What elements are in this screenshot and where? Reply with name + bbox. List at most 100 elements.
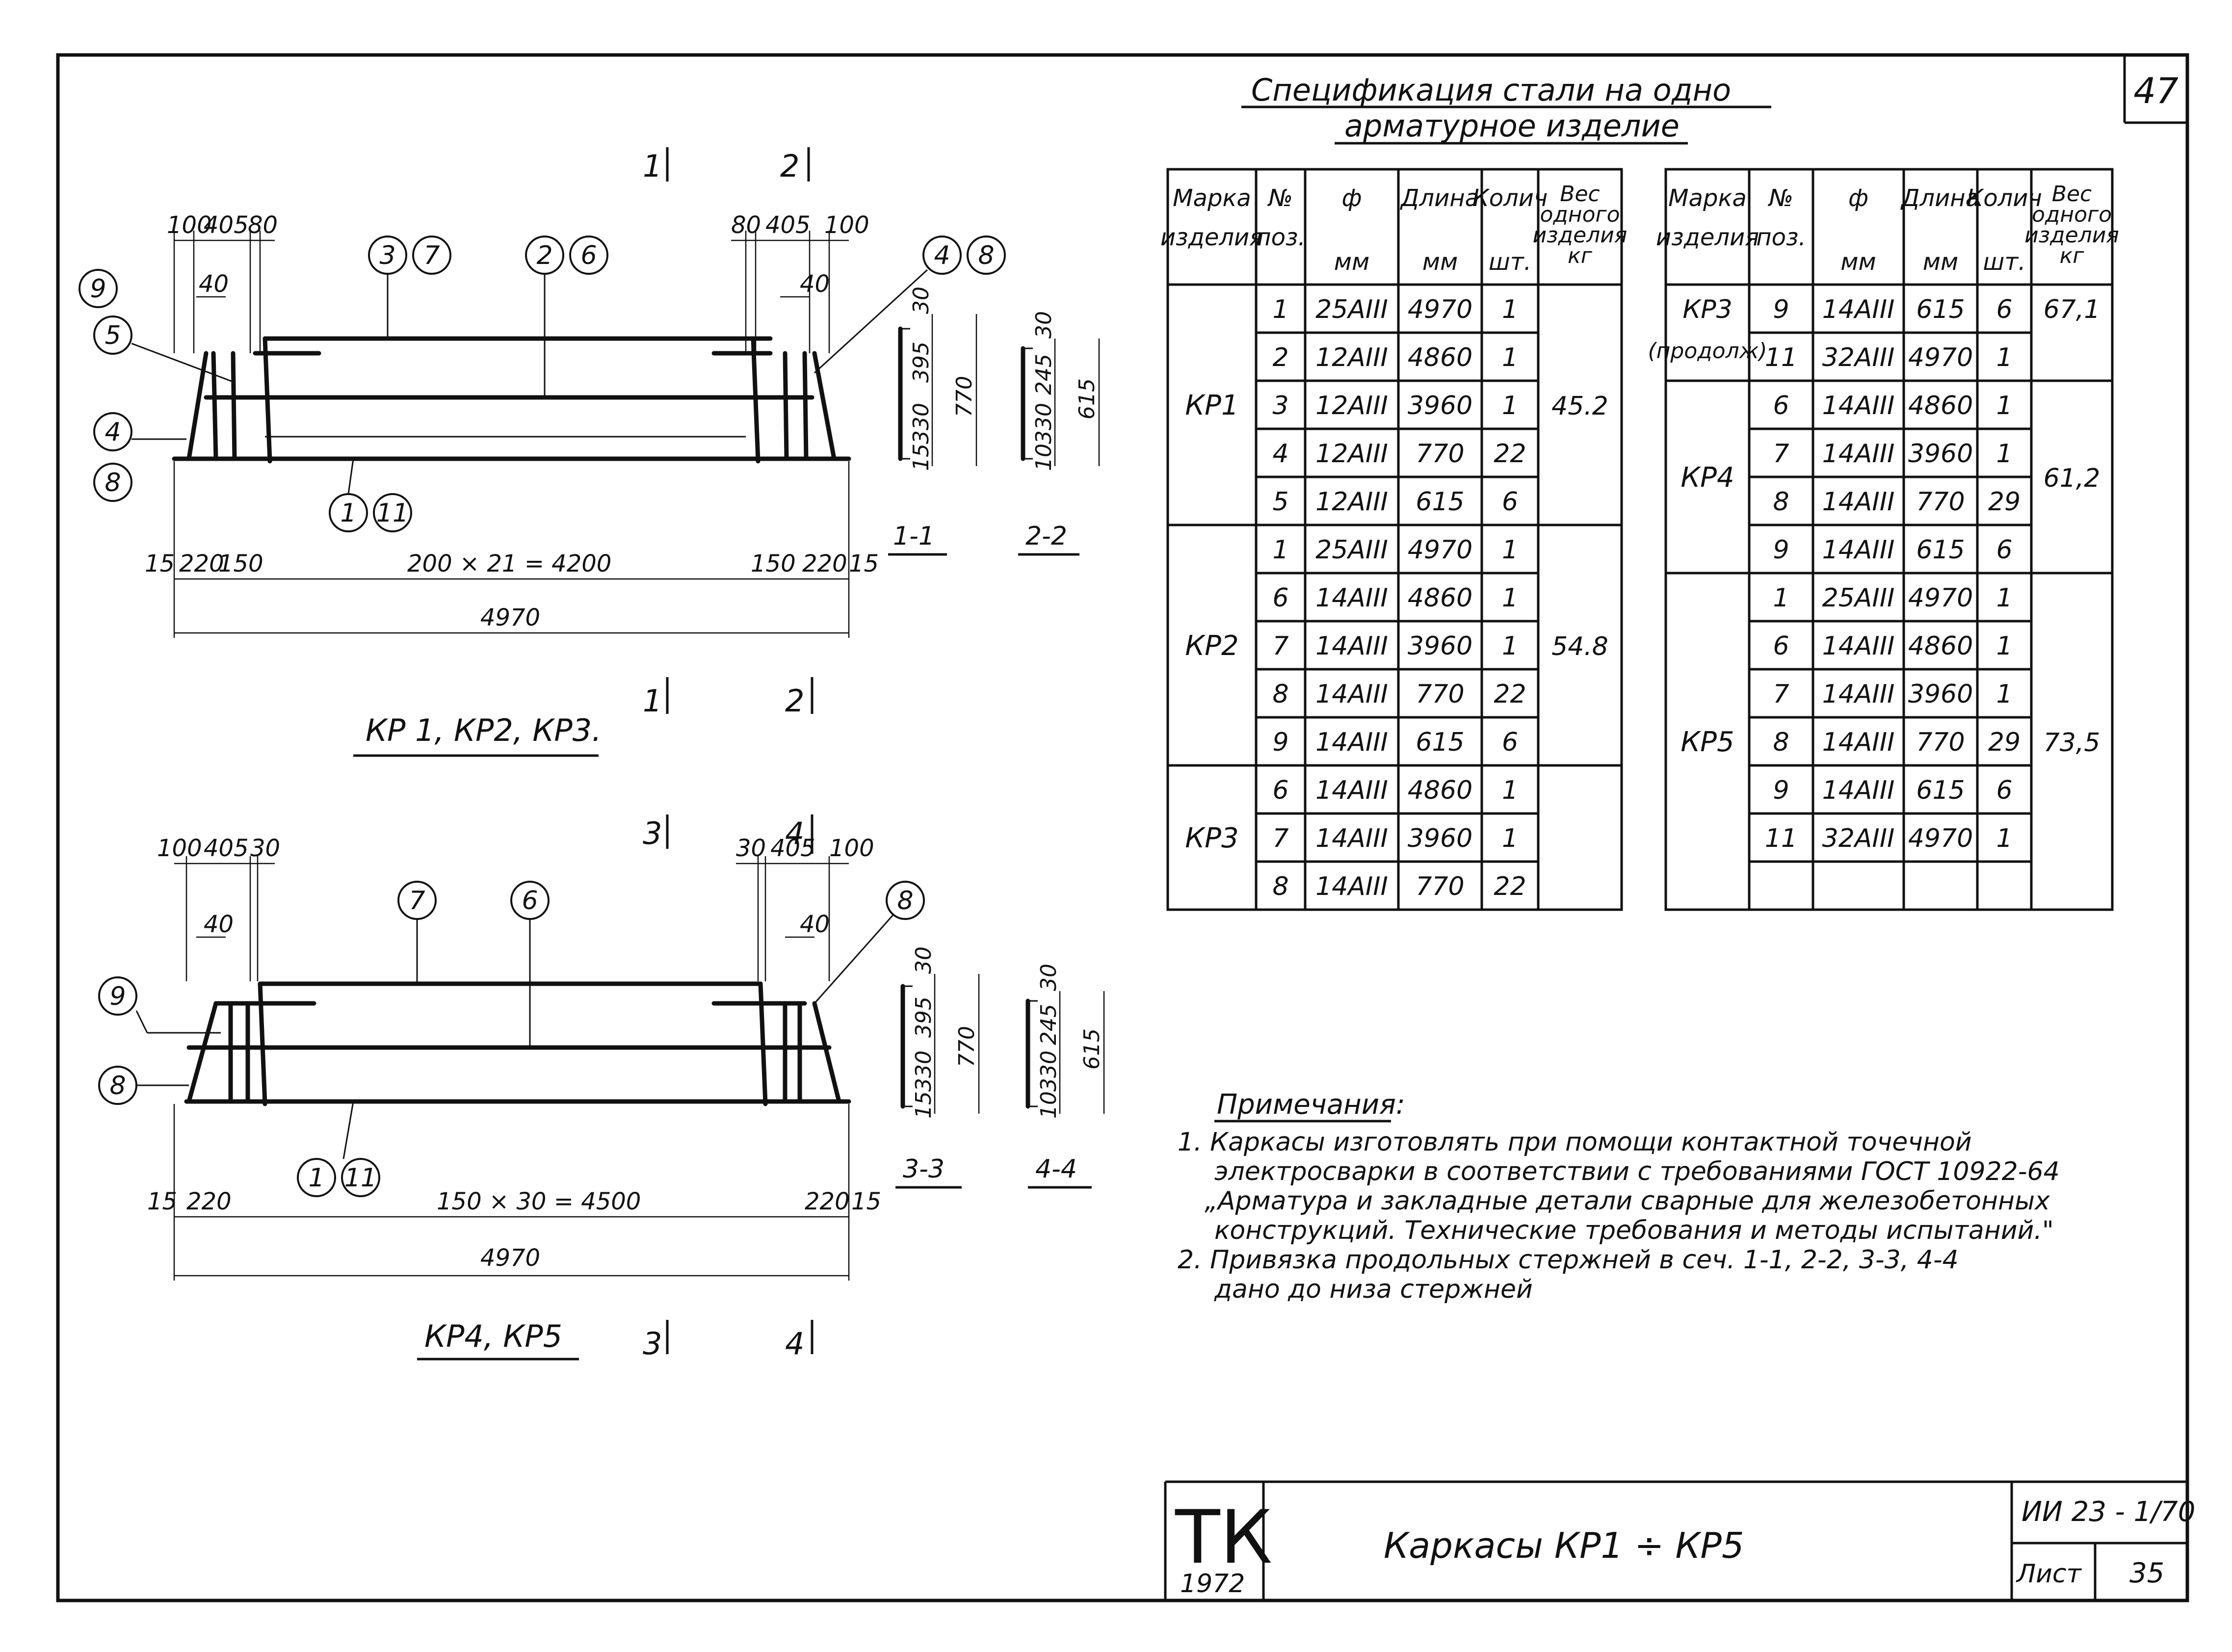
- table-cell: 14АIII: [1822, 535, 1895, 565]
- table-cell: 14АIII: [1315, 680, 1388, 709]
- svg-text:150: 150: [751, 550, 796, 577]
- spec-title-line1: Спецификация стали на одно: [1251, 72, 1731, 108]
- svg-text:40: 40: [800, 270, 830, 298]
- table-cell: 14АIII: [1822, 728, 1895, 757]
- svg-text:8: 8: [109, 1071, 126, 1101]
- svg-text:220: 220: [186, 1188, 232, 1215]
- table-cell: 7: [1272, 631, 1288, 661]
- table-header: Вес: [1560, 182, 1600, 207]
- svg-text:4: 4: [785, 1326, 804, 1362]
- table-cell: 12АIII: [1315, 439, 1388, 469]
- svg-text:Лист: Лист: [2016, 1559, 2082, 1589]
- svg-text:8: 8: [105, 468, 121, 498]
- svg-text:220: 220: [179, 550, 224, 577]
- weight-cell: 45.2: [1551, 392, 1608, 421]
- table-cell: 25АIII: [1315, 295, 1388, 324]
- svg-text:330: 330: [911, 1050, 936, 1092]
- table-cell: 1: [1502, 583, 1518, 613]
- table-cell: 1: [1272, 295, 1288, 324]
- table-cell: 615: [1916, 295, 1965, 324]
- table-cell: 3960: [1408, 391, 1472, 420]
- table-cell: 615: [1416, 728, 1464, 757]
- table-header: кг: [1568, 243, 1593, 268]
- table-cell: 9: [1773, 535, 1789, 565]
- drawing-title: КР 1, КР2, КР3.: [366, 712, 602, 748]
- svg-text:11: 11: [344, 1163, 377, 1193]
- table-header: ф: [1341, 184, 1362, 212]
- section-mark: 2: [780, 148, 799, 184]
- svg-text:15: 15: [147, 1188, 177, 1215]
- notes-title: Примечания:: [1217, 1089, 1405, 1121]
- table-cell: 8: [1773, 487, 1789, 517]
- table-cell: 3960: [1408, 631, 1472, 661]
- table-cell: 1: [1502, 824, 1518, 853]
- table-cell: 4970: [1408, 295, 1472, 324]
- org-logo: ТК: [1175, 1495, 1272, 1580]
- table-cell: 3960: [1908, 680, 1973, 709]
- svg-text:1. Каркасы изготовлять при по: 1. Каркасы изготовлять при помощи контак…: [1178, 1128, 1972, 1157]
- svg-text:330: 330: [1031, 403, 1056, 444]
- table-cell: 9: [1773, 776, 1789, 805]
- svg-text:30: 30: [1031, 311, 1056, 339]
- table-header: Колич: [1472, 184, 1548, 212]
- table-cell: 4860: [1908, 391, 1973, 420]
- weight-cell: 54.8: [1551, 632, 1608, 661]
- table-cell: 22: [1494, 872, 1526, 901]
- table-header: №: [1767, 184, 1793, 212]
- svg-text:1: 1: [308, 1163, 324, 1193]
- svg-text:100: 100: [829, 835, 874, 862]
- svg-text:395: 395: [909, 341, 934, 383]
- svg-text:3: 3: [643, 1326, 662, 1362]
- svg-text:770: 770: [954, 1026, 979, 1067]
- svg-text:4: 4: [934, 241, 950, 270]
- svg-text:4: 4: [785, 815, 804, 851]
- svg-text:220: 220: [802, 550, 847, 577]
- svg-text:30: 30: [736, 835, 766, 862]
- table-cell: 14АIII: [1822, 391, 1895, 420]
- svg-text:615: 615: [1075, 378, 1100, 420]
- svg-text:10: 10: [1031, 444, 1056, 471]
- svg-text:15: 15: [145, 550, 175, 577]
- table-header: шт.: [1489, 248, 1531, 276]
- table-cell: 4860: [1408, 776, 1472, 805]
- table-cell: 4: [1272, 439, 1288, 469]
- table-header: Длина: [1400, 184, 1479, 212]
- table-cell: 770: [1916, 487, 1965, 517]
- table-header: ф: [1848, 184, 1868, 212]
- svg-text:245: 245: [1031, 354, 1056, 395]
- svg-text:3: 3: [379, 241, 395, 270]
- table-cell: 14АIII: [1315, 824, 1388, 853]
- svg-text:40: 40: [204, 911, 234, 938]
- table-cell: 9: [1773, 295, 1789, 324]
- table-cell: 6: [1502, 728, 1518, 757]
- notes: Примечания: 1. Каркасы изготовлять при п…: [1178, 1089, 2060, 1304]
- table-cell: 1: [1996, 391, 2012, 420]
- table-cell: 25АIII: [1822, 583, 1895, 613]
- mark-cell-sub: (продолж): [1648, 339, 1767, 364]
- svg-text:30: 30: [909, 287, 934, 314]
- svg-text:40: 40: [800, 911, 830, 938]
- table-cell: 1: [1996, 343, 2012, 372]
- table-header: Колич: [1967, 184, 2042, 212]
- table-header: поз.: [1256, 224, 1306, 251]
- svg-text:3-3: 3-3: [903, 1154, 945, 1184]
- table-cell: 12АIII: [1315, 487, 1388, 517]
- svg-text:30: 30: [1036, 964, 1061, 991]
- table-cell: 1: [1502, 631, 1518, 661]
- table-cell: 4970: [1408, 535, 1472, 565]
- table-header: изделия: [1533, 223, 1628, 248]
- table-cell: 6: [1272, 776, 1288, 805]
- svg-text:3: 3: [643, 815, 662, 851]
- svg-text:1972: 1972: [1180, 1569, 1245, 1599]
- table-cell: 615: [1416, 487, 1464, 517]
- mark-cell: КР2: [1185, 630, 1238, 662]
- svg-text:7: 7: [423, 241, 440, 270]
- table-header: изделия: [1656, 224, 1759, 251]
- table-cell: 6: [1773, 631, 1789, 661]
- table-cell: 615: [1916, 776, 1965, 805]
- table-cell: 4970: [1908, 343, 1973, 372]
- table-cell: 6: [1996, 776, 2012, 805]
- sheet-page: 35: [2129, 1557, 2164, 1589]
- table-cell: 3960: [1408, 824, 1472, 853]
